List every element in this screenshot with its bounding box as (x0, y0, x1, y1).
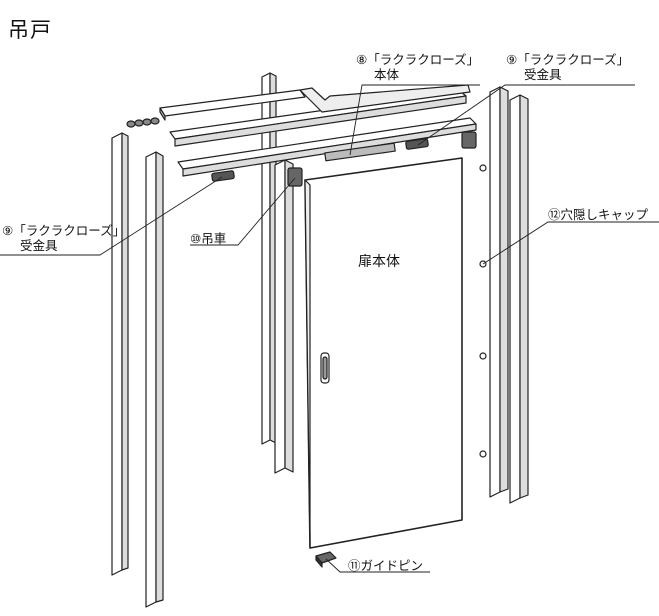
leader-receiver-left (0, 176, 223, 256)
label-receiver-left: ⑨「ラクラクローズ」 受金具 (2, 223, 125, 253)
hanger-roller-right (461, 131, 477, 149)
page-title: 吊戸 (8, 18, 52, 42)
leader-hole-cap (482, 221, 659, 265)
receiver-bracket-left (211, 170, 235, 182)
leader-rakuraku-body (349, 84, 480, 156)
label-line: ⑧「ラクラクローズ」 (356, 52, 480, 67)
label-hanger: ⑩吊車 (190, 231, 227, 246)
label-line: 受金具 (20, 238, 58, 253)
label-line: ⑨「ラクラクローズ」 (506, 52, 630, 67)
head-rail (159, 84, 477, 177)
hole-caps (479, 164, 487, 458)
left-front-jamb (111, 132, 164, 608)
label-receiver-right: ⑨「ラクラクローズ」 受金具 (506, 52, 629, 82)
door-leaf (304, 157, 463, 549)
leader-receiver-right (417, 84, 635, 146)
rakuraku-close-body (324, 142, 396, 162)
right-jamb (489, 86, 529, 504)
leader-hanger (190, 177, 296, 246)
label-rakuraku-body: ⑧「ラクラクローズ」 本体 (356, 52, 479, 82)
label-line: 受金具 (524, 67, 562, 82)
back-center-jamb (274, 159, 294, 474)
label-line: 本体 (374, 67, 400, 82)
label-hole-cap: ⑫穴隠しキャップ (548, 207, 649, 222)
door-leaf-label: 扉本体 (358, 254, 400, 270)
screw-set (126, 117, 160, 128)
label-guide-pin: ⑪ガイドピン (348, 558, 424, 573)
leader-guide-pin (325, 558, 430, 573)
guide-pin (315, 551, 337, 568)
label-line: ⑨「ラクラクローズ」 (2, 223, 126, 238)
